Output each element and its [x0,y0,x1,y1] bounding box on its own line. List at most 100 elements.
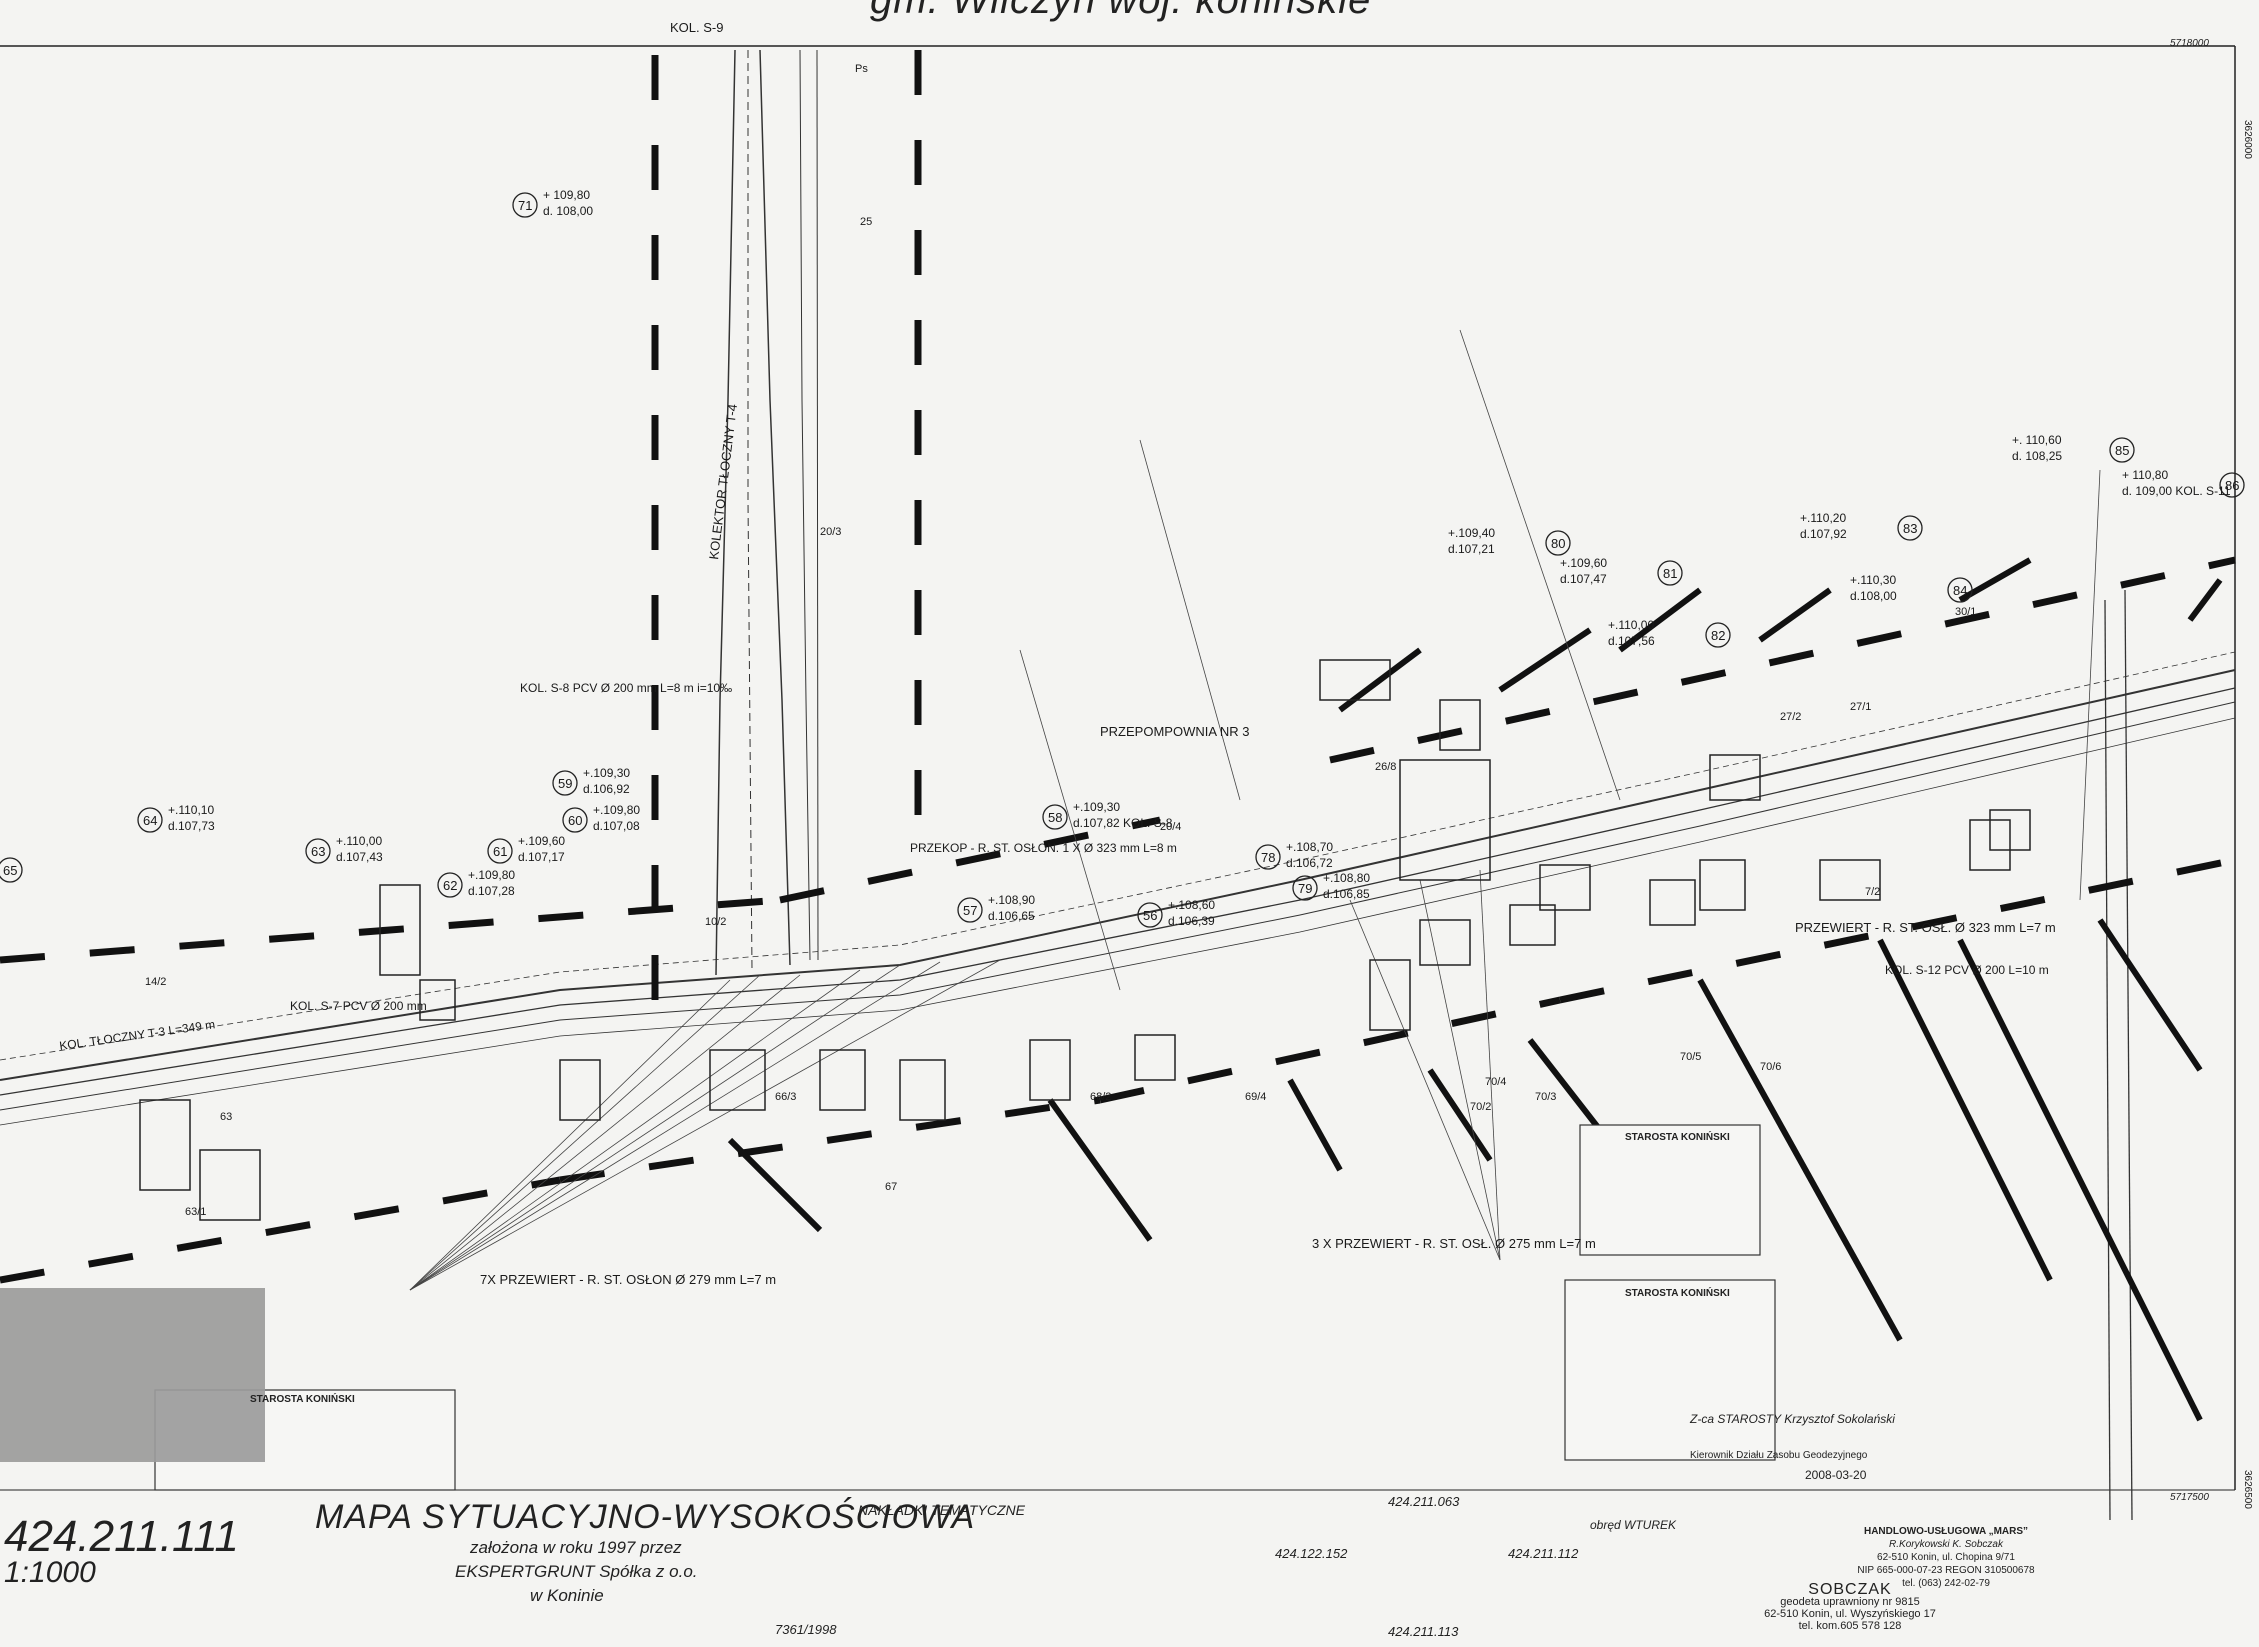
point-height-59: +.109,30 [583,766,630,780]
parcel-16: 70/5 [1680,1051,1701,1063]
point-marker-60 [562,807,588,833]
parcel-21: Ps [855,63,868,75]
point-depth-57: d.106,65 [988,909,1035,923]
point-id-64: 64 [143,813,157,828]
starosta-stamp-2: STAROSTA KONIŃSKI [1625,1288,1730,1299]
buildings [139,659,2031,1221]
point-depth-84: d.108,00 [1850,589,1897,603]
point-height-62: +.109,80 [468,868,515,882]
parcel-8: 63/1 [185,1206,206,1218]
point-height-83: +.110,20 [1800,511,1846,525]
point-depth-62: d.107,28 [468,884,515,898]
parcel-17: 70/6 [1760,1061,1781,1073]
pipe-note-8: KOL. S-12 PCV Ø 200 L=10 m [1885,963,2049,977]
point-id-56: 56 [1143,908,1157,923]
coord-right-top: 3626000 [2242,120,2253,159]
point-id-58: 58 [1048,810,1062,825]
point-marker-64 [137,807,163,833]
point-marker-65 [0,857,23,883]
adjacent-sheet-3: 424.211.112 [1508,1546,1579,1561]
point-id-63: 63 [311,844,325,859]
point-marker-78 [1255,844,1281,870]
obreb-label: obręd WTUREK [1590,1518,1677,1532]
pipe-note-6: 3 X PRZEWIERT - R. ST. OSŁ. Ø 275 mm L=7… [1312,1236,1596,1251]
pipe-note-0: KOL. S-9 [670,20,723,35]
point-depth-86: d. 109,00 KOL. S-11 [2122,484,2231,498]
point-height-58: +.109,30 [1073,800,1120,814]
point-id-83: 83 [1903,521,1917,536]
adjacent-sheet-2: 424.122.152 [1275,1546,1348,1561]
point-marker-63 [305,838,331,864]
parcel-9: 66/3 [775,1091,796,1103]
pipe-note-1: KOLEKTOR TŁOCZNY T-4 [706,403,740,560]
point-height-78: +.108,70 [1286,840,1333,854]
parcel-7: 63 [220,1111,232,1123]
point-id-61: 61 [493,844,507,859]
point-depth-78: d.106,72 [1286,856,1333,870]
parcel-19: 10/2 [705,916,726,928]
point-id-79: 79 [1298,881,1312,896]
surveyor-line-3: tel. kom.605 578 128 [1798,1620,1902,1632]
point-height-81: +.109,60 [1560,556,1607,570]
parcel-13: 70/2 [1470,1101,1491,1113]
map-scale: 1:1000 [4,1556,96,1589]
parcel-15: 70/4 [1485,1076,1506,1088]
parcel-14: 70/3 [1535,1091,1556,1103]
surveyor-stamp: SOBCZAK geodeta uprawniony nr 9815 62-51… [1760,1582,1940,1633]
point-id-84: 84 [1953,583,1967,598]
parcel-2: 20/4 [1160,821,1181,833]
firm-line-4: NIP 665-000-07-23 REGON 310500678 [1857,1565,2035,1576]
parcel-12: 69/4 [1245,1091,1266,1103]
parcel-4: 27/1 [1850,701,1871,713]
point-depth-82: d.107,56 [1608,634,1655,648]
starosta-stamp-3: STAROSTA KONIŃSKI [250,1394,355,1405]
point-depth-80: d.107,21 [1448,542,1495,556]
point-marker-57 [957,897,983,923]
contractor-stamp: HANDLOWO-USŁUGOWA „MARS” R.Korykowski K.… [1856,1525,2036,1590]
point-depth-61: d.107,17 [518,850,565,864]
point-depth-71: d. 108,00 [543,204,593,218]
point-id-86: 86 [2225,478,2239,493]
info-table [0,1288,265,1462]
map-sub-3: w Koninie [530,1586,604,1605]
surveyor-line-1: geodeta uprawniony nr 9815 [1780,1596,1920,1608]
date-stamp: 2008-03-20 [1805,1468,1867,1482]
point-depth-64: d.107,73 [168,819,215,833]
point-marker-83 [1897,515,1923,541]
parcel-20: 14/2 [145,976,166,988]
pipe-note-7: PRZEWIERT - R. ST. OSŁ. Ø 323 mm L=7 m [1795,920,2056,935]
point-id-81: 81 [1663,566,1677,581]
adjacent-sheet-1: 424.211.063 [1388,1494,1460,1509]
point-marker-56 [1137,902,1163,928]
point-height-79: +.108,80 [1323,871,1370,885]
point-height-86: + 110,80 [2122,468,2168,482]
parcel-1: 20/3 [820,526,841,538]
point-depth-85: d. 108,25 [2012,449,2062,463]
pipe-note-2: KOL. S-8 PCV Ø 200 mm L=8 m i=10‰ [520,681,732,695]
pipe-note-5: 7X PRZEWIERT - R. ST. OSŁON Ø 279 mm L=7… [480,1272,776,1287]
coord-bottom-right: 5717500 [2170,1492,2209,1503]
point-height-60: +.109,80 [593,803,640,817]
parcel-3: 26/8 [1375,761,1396,773]
parcel-10: 67 [885,1181,897,1193]
point-id-59: 59 [558,776,572,791]
point-marker-61 [487,838,513,864]
map-sub-2: EKSPERTGRUNT Spółka z o.o. [455,1562,698,1581]
point-marker-79 [1292,875,1318,901]
pipe-note-10: KOL. S-7 PCV Ø 200 mm [290,999,427,1013]
point-marker-85 [2109,437,2135,463]
point-id-62: 62 [443,878,457,893]
parcel-5: 27/2 [1780,711,1801,723]
point-id-71: 71 [518,198,532,213]
point-height-80: +.109,40 [1448,526,1495,540]
point-marker-82 [1705,622,1731,648]
point-marker-84 [1947,577,1973,603]
point-marker-86 [2219,472,2245,498]
point-height-64: +.110,10 [168,803,214,817]
point-depth-83: d.107,92 [1800,527,1847,541]
pipe-note-9: KOL. TŁOCZNY T-3 L=349 m [58,1017,215,1053]
thematic-overlays-label: NAKŁADKI TEMATYCZNE [858,1502,1025,1518]
point-id-78: 78 [1261,850,1275,865]
